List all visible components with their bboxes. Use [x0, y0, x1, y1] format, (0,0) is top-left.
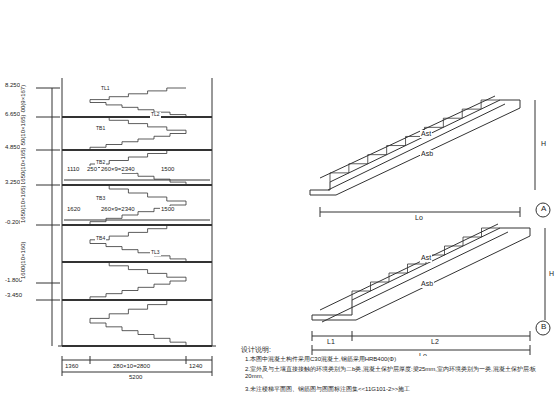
dimension-label: 1500 [160, 206, 175, 213]
member-label: Ast [420, 130, 432, 138]
member-label: TB4 [95, 236, 106, 242]
dimension-label: 1650(10×165) [20, 146, 27, 186]
member-label: TL2 [150, 112, 161, 118]
dimension-label: 1620 [66, 206, 81, 213]
dimension-label: 260×9=2340 [100, 166, 136, 173]
elevation-label: 6.650 [4, 111, 21, 118]
dimension-label: 260×9=2340 [100, 206, 136, 213]
design-note: 2.室外及与土壤直接接触的环境类别为二b类,混凝土保护层厚度:梁25mm,室内环… [244, 366, 546, 379]
member-label: H [540, 140, 547, 148]
member-label: L2 [430, 338, 440, 346]
stair-flight [90, 134, 186, 151]
stair-flight [90, 117, 186, 134]
design-note: 设计说明: [240, 346, 272, 354]
elevation-label: 3.250 [4, 179, 21, 186]
dimension-label: 1240 [188, 363, 203, 370]
stair-flight [90, 150, 186, 168]
stair-flight [90, 300, 186, 323]
dimension-label: 280×10=2800 [112, 363, 151, 370]
dimension-label: 1600(10×160) [20, 240, 27, 280]
member-label: TB2 [95, 160, 106, 166]
stair-flight [90, 205, 186, 225]
member-label: TB1 [95, 126, 106, 132]
design-note: 3.未注楼梯平面图、钢筋图与图面标注图集<<11G101-2>>施工 [244, 386, 546, 393]
member-label: L1 [326, 338, 336, 346]
member-label: B [540, 323, 547, 332]
stair-flight [90, 185, 186, 205]
member-label: TB3 [95, 196, 106, 202]
member-label: Ast [420, 254, 432, 262]
stair-flight [90, 281, 186, 300]
dimension-label: 250 [86, 166, 98, 173]
member-label: TL3 [150, 250, 161, 256]
elevation-label: 8.250 [4, 82, 21, 89]
dimension-label: 1110 [66, 166, 80, 173]
dimension-label: 1650(10×165) [20, 184, 27, 224]
design-note: 1.本图中混凝土构件采用C30混凝土,钢筋采用HRB400(Φ) [244, 356, 546, 363]
stair-flight [90, 323, 186, 346]
stair-flight [90, 103, 186, 118]
dimension-label: 1500 [160, 166, 175, 173]
stair-flight [90, 225, 186, 244]
member-label: A [540, 205, 547, 214]
member-label: Asb [420, 150, 434, 158]
stair-flight [90, 244, 186, 263]
member-label: Lo [414, 214, 424, 222]
member-label: H [548, 270, 555, 278]
elevation-label: 4.850 [4, 144, 21, 151]
member-label: TL1 [100, 86, 111, 92]
elevation-label: -3.450 [4, 292, 23, 299]
dimension-label: 1360 [64, 363, 79, 370]
member-label: Asb [420, 280, 434, 288]
dimension-label: 5200 [128, 374, 143, 381]
stair-flight [90, 262, 186, 281]
